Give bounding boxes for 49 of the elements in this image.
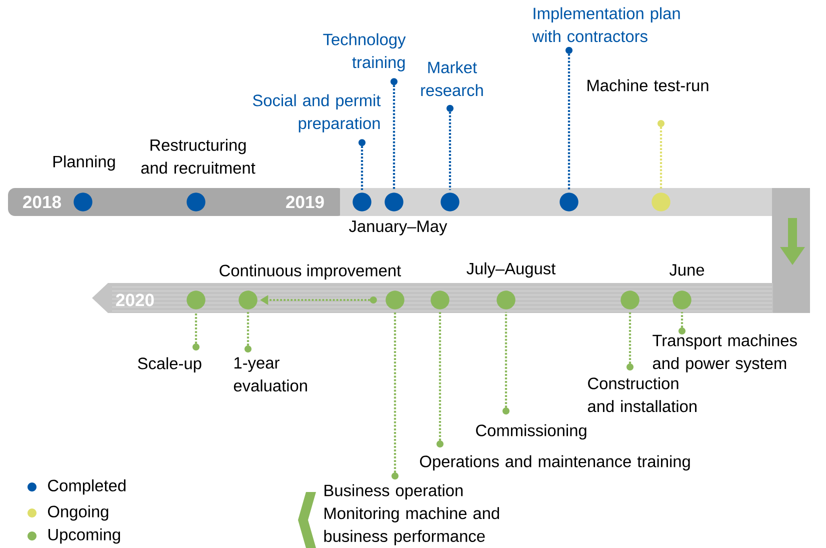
milestone-dot bbox=[352, 192, 372, 212]
event-label: Machine test-run bbox=[588, 79, 708, 92]
leader-line bbox=[502, 312, 510, 414]
event-label: Commissioning bbox=[476, 424, 586, 440]
leader-line bbox=[678, 312, 686, 334]
milestone-dot bbox=[440, 192, 460, 212]
event-label: Business operation Monitoring machine and business performance bbox=[324, 484, 500, 546]
milestone-dot bbox=[384, 192, 404, 212]
leader-line bbox=[358, 139, 366, 190]
leader-line bbox=[566, 46, 572, 190]
event-label: Market research bbox=[421, 61, 483, 96]
event-label: Transport machines and power system bbox=[652, 334, 797, 372]
milestone-dot bbox=[620, 290, 640, 310]
milestone-dot bbox=[560, 192, 578, 212]
event-label: Implementation plan with contractors bbox=[532, 7, 680, 42]
milestone-dot bbox=[386, 290, 404, 310]
milestone-dot bbox=[496, 290, 516, 310]
period-label: June bbox=[669, 264, 704, 276]
milestone-dot bbox=[672, 290, 692, 310]
milestone-dot bbox=[186, 290, 206, 310]
event-label: Operations and maintenance training bbox=[420, 455, 690, 471]
leader-line bbox=[244, 312, 252, 352]
leader-line bbox=[390, 78, 398, 190]
event-label: Technology training bbox=[323, 33, 406, 72]
milestone-dot bbox=[74, 192, 92, 212]
period-label: Continuous improvement bbox=[220, 264, 401, 280]
milestone-dot bbox=[186, 192, 206, 212]
milestone-dot bbox=[430, 290, 450, 310]
legend-label: Upcoming bbox=[48, 528, 120, 544]
event-label: Restructuring and recruitment bbox=[141, 138, 256, 174]
period-label: July–August bbox=[466, 262, 556, 278]
event-label: Construction and installation bbox=[588, 377, 696, 412]
event-label: 1-year evaluation bbox=[234, 357, 307, 392]
event-label: Scale-up bbox=[138, 357, 202, 373]
legend-label: Ongoing bbox=[48, 505, 108, 521]
event-label: Planning bbox=[53, 155, 115, 171]
leader-line bbox=[626, 312, 634, 370]
leader-line bbox=[436, 312, 444, 448]
milestone-dot bbox=[652, 192, 670, 212]
event-label: Social and permit preparation bbox=[252, 94, 381, 132]
leader-line bbox=[392, 312, 398, 480]
year-label: 2019 bbox=[286, 196, 324, 208]
leader-line bbox=[446, 104, 454, 190]
leader-line bbox=[658, 120, 664, 190]
year-label: 2020 bbox=[116, 294, 154, 306]
milestone-dot bbox=[238, 290, 258, 310]
period-label: January–May bbox=[349, 220, 448, 236]
leader-line bbox=[192, 312, 200, 350]
legend-label: Completed bbox=[48, 479, 126, 495]
